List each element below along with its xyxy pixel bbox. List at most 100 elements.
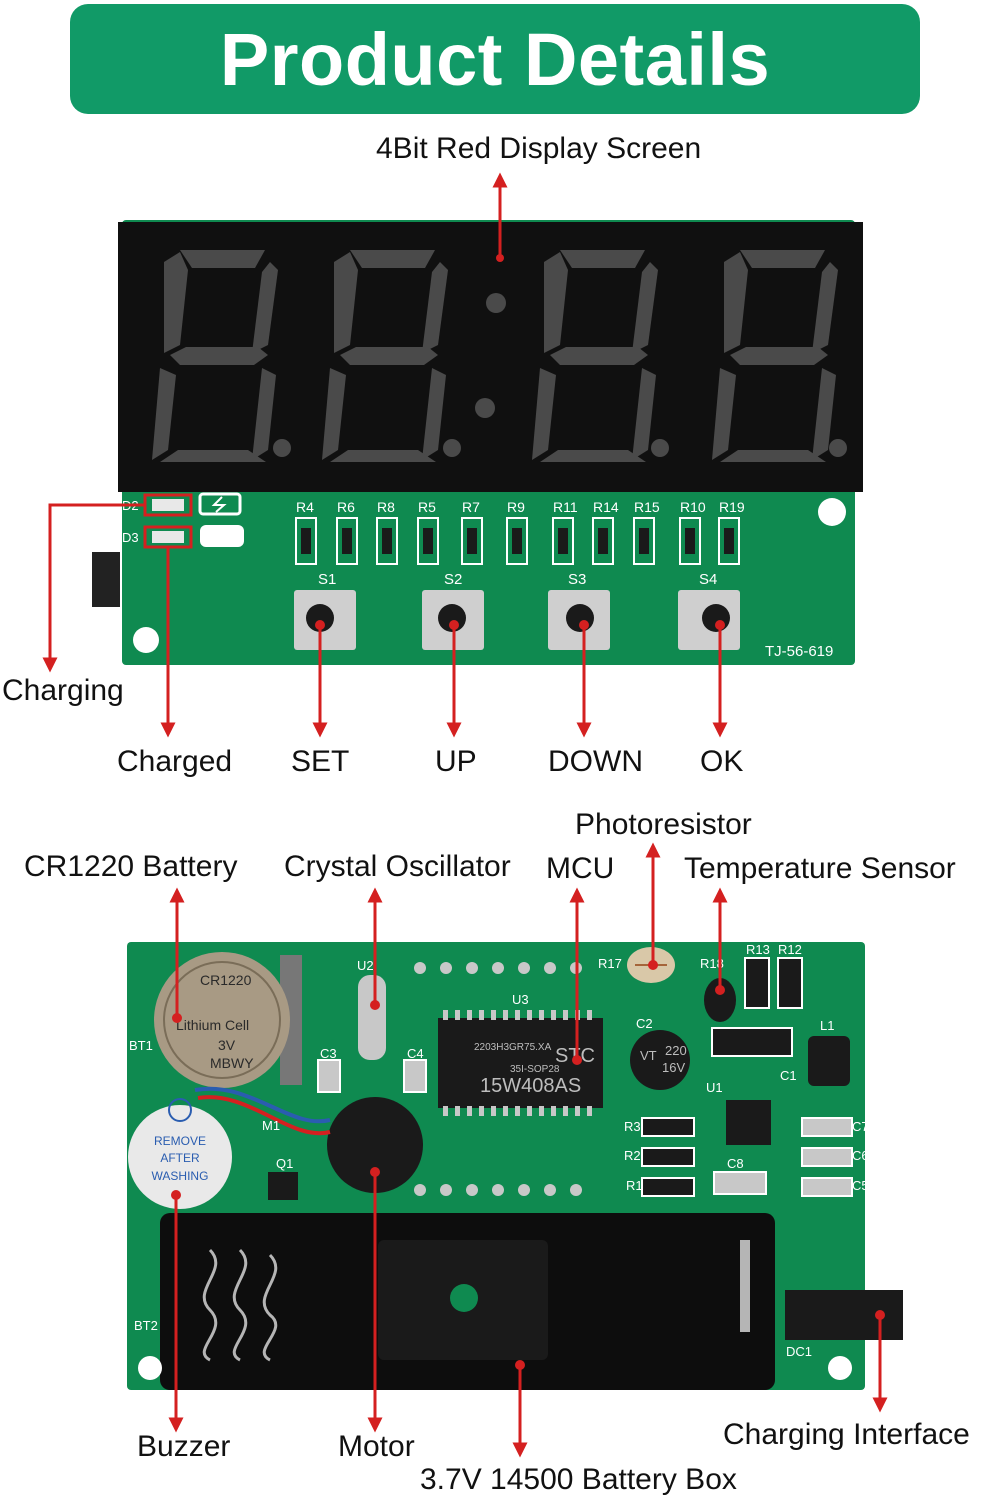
svg-text:C2: C2 — [636, 1016, 653, 1031]
svg-text:S1: S1 — [318, 571, 336, 588]
bottom-silk-labels: R17 R18 R13 R12 U2 U3 C2 C3 C4 L1 U1 C1 … — [129, 942, 869, 1359]
svg-text:MBWY: MBWY — [210, 1055, 254, 1071]
vibration-motor — [327, 1097, 423, 1193]
svg-text:R12: R12 — [778, 942, 802, 957]
svg-text:R17: R17 — [598, 956, 622, 971]
svg-text:R3: R3 — [624, 1119, 641, 1134]
svg-text:35I-SOP28: 35I-SOP28 — [510, 1064, 560, 1075]
label-crystal: Crystal Oscillator — [284, 850, 511, 883]
svg-text:R13: R13 — [746, 942, 770, 957]
mount-hole — [133, 627, 159, 653]
svg-text:C3: C3 — [320, 1046, 337, 1061]
bottom-pcb: CR1220 Lithium Cell 3V MBWY REMOVE AFTER… — [127, 942, 903, 1390]
svg-text:2203H3GR75.XA: 2203H3GR75.XA — [474, 1042, 552, 1053]
capacitor-marking: 220 16V VT — [640, 1043, 687, 1075]
coin-cell-text: CR1220 Lithium Cell 3V MBWY — [176, 972, 254, 1071]
svg-text:AFTER: AFTER — [160, 1151, 200, 1165]
label-ok: OK — [700, 745, 744, 778]
title-banner: Product Details — [70, 4, 920, 114]
coin-holder-clip — [280, 955, 302, 1085]
crystal-oscillator — [358, 975, 386, 1060]
seven-segment-digits — [152, 250, 847, 462]
label-buzzer: Buzzer — [137, 1430, 231, 1463]
mount-hole — [138, 1356, 162, 1380]
battery-contact — [740, 1240, 750, 1332]
label-display-screen: 4Bit Red Display Screen — [376, 132, 702, 165]
label-battery: CR1220 Battery — [24, 850, 238, 883]
battery-spring — [202, 1248, 278, 1362]
callout-arrows — [42, 172, 888, 1458]
label-down: DOWN — [548, 745, 643, 778]
svg-text:REMOVE: REMOVE — [154, 1134, 206, 1148]
svg-text:BT2: BT2 — [134, 1318, 158, 1333]
buzzer-sticker: REMOVE AFTER WASHING — [152, 1134, 209, 1183]
svg-text:C7: C7 — [852, 1119, 869, 1134]
switch-labels: S1 S2 S3 S4 — [318, 571, 717, 588]
svg-text:15W408AS: 15W408AS — [480, 1075, 581, 1097]
svg-text:C4: C4 — [407, 1046, 424, 1061]
svg-text:U1: U1 — [706, 1080, 723, 1095]
label-mcu: MCU — [546, 852, 615, 885]
mount-hole — [828, 1356, 852, 1380]
svg-text:R19: R19 — [719, 499, 745, 515]
svg-text:R10: R10 — [680, 499, 706, 515]
temperature-sensor-part — [704, 978, 736, 1022]
dc-jack — [785, 1290, 903, 1340]
svg-text:R9: R9 — [507, 499, 525, 515]
tact-buttons — [294, 590, 740, 650]
resistor-labels: R4 R6 R8 R5 R7 R9 R11 R14 R15 R10 R19 — [296, 499, 745, 515]
svg-text:R14: R14 — [593, 499, 619, 515]
svg-text:R11: R11 — [553, 499, 578, 515]
label-charging: Charging — [2, 674, 124, 707]
svg-text:S4: S4 — [699, 571, 717, 588]
label-charged: Charged — [117, 745, 233, 778]
svg-text:S2: S2 — [444, 571, 462, 588]
svg-text:VT: VT — [640, 1048, 657, 1063]
battery-full-icon — [200, 525, 244, 547]
label-charging-interface: Charging Interface — [723, 1418, 970, 1451]
label-motor: Motor — [338, 1430, 415, 1463]
svg-text:R2: R2 — [624, 1148, 641, 1163]
label-battery-box: 3.7V 14500 Battery Box — [420, 1463, 737, 1496]
svg-text:WASHING: WASHING — [152, 1169, 209, 1183]
resistor-row — [295, 517, 740, 565]
svg-text:S3: S3 — [568, 571, 586, 588]
svg-text:U2: U2 — [357, 958, 374, 973]
led-d3 — [152, 531, 184, 543]
svg-text:3V: 3V — [218, 1037, 236, 1053]
svg-text:L1: L1 — [820, 1018, 834, 1033]
svg-text:R8: R8 — [377, 499, 395, 515]
cr1220-coin-cell — [154, 952, 290, 1088]
svg-text:R6: R6 — [337, 499, 355, 515]
charge-icon — [198, 492, 242, 516]
header-pins — [414, 962, 582, 1196]
top-pcb: D2 D3 R4 R6 R8 R5 R7 R9 R11 R14 R15 R10 … — [92, 220, 863, 665]
svg-text:BT1: BT1 — [129, 1038, 153, 1053]
silk-d3: D3 — [122, 530, 139, 545]
svg-text:Q1: Q1 — [276, 1156, 293, 1171]
led-d2 — [152, 499, 184, 511]
electrolytic-capacitor — [630, 1030, 690, 1090]
svg-text:R4: R4 — [296, 499, 314, 515]
svg-text:R15: R15 — [634, 499, 660, 515]
lightning-icon — [211, 496, 227, 513]
arrow-origin-dots — [171, 620, 885, 1370]
passive-components — [268, 1059, 853, 1200]
label-photoresistor: Photoresistor — [575, 808, 752, 841]
svg-text:R1: R1 — [626, 1178, 643, 1193]
page-title: Product Details — [219, 17, 771, 101]
svg-text:C8: C8 — [727, 1156, 744, 1171]
label-temperature-sensor: Temperature Sensor — [684, 852, 956, 885]
svg-text:R7: R7 — [462, 499, 480, 515]
svg-text:R18: R18 — [700, 956, 724, 971]
mount-hole — [818, 498, 846, 526]
svg-text:C6: C6 — [852, 1148, 869, 1163]
svg-text:C1: C1 — [780, 1068, 797, 1083]
svg-text:CR1220: CR1220 — [200, 972, 252, 988]
side-switch — [92, 552, 120, 607]
svg-text:DC1: DC1 — [786, 1344, 812, 1359]
label-up: UP — [435, 745, 477, 778]
buzzer — [128, 1105, 232, 1209]
svg-text:M1: M1 — [262, 1118, 280, 1133]
